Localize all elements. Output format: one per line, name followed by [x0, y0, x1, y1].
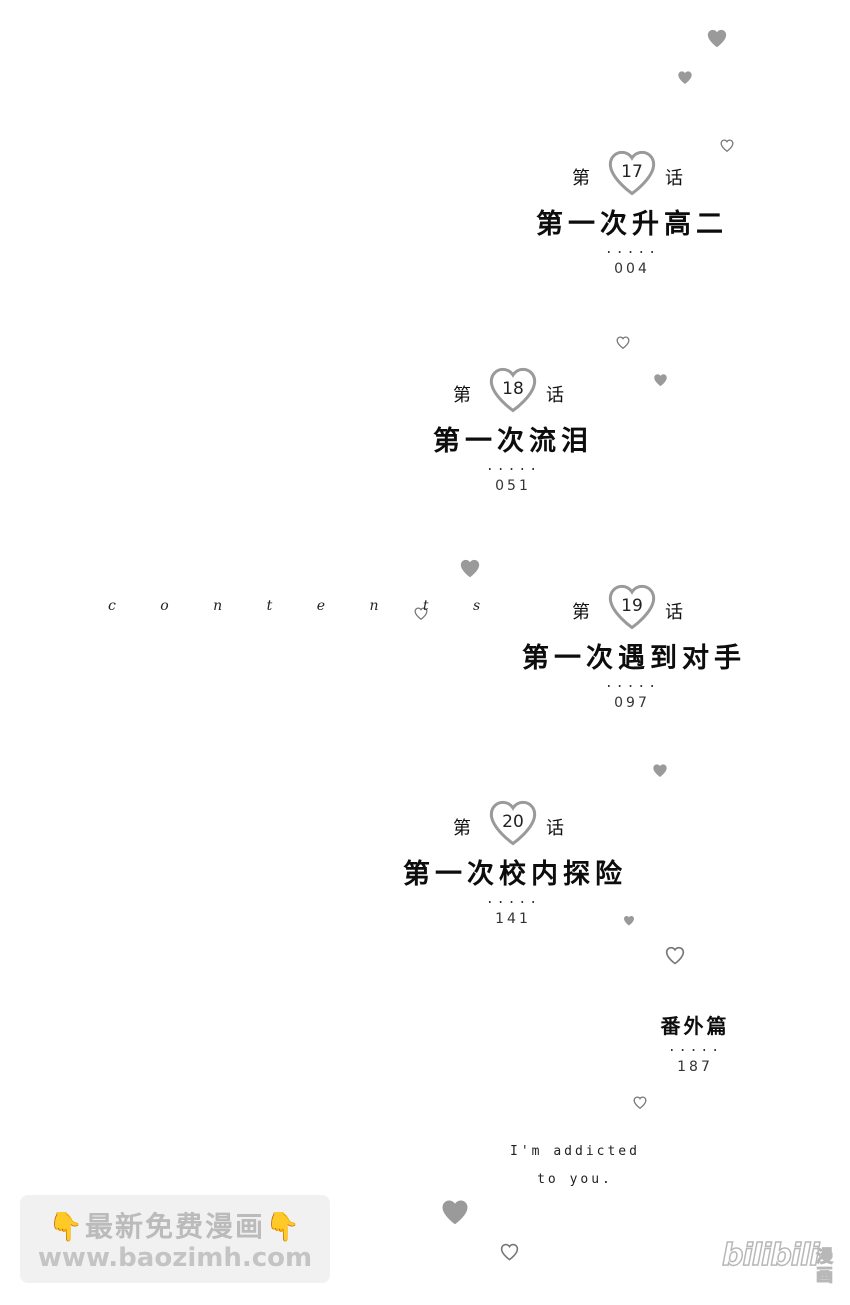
extra-page: 187: [677, 1059, 713, 1075]
tagline-line2: to you.: [537, 1172, 613, 1187]
chapter-number: 17: [621, 162, 643, 182]
heart-icon: [653, 764, 667, 777]
contents-label: c o n t e n t s: [108, 598, 501, 614]
chapter-prefix: 第: [453, 385, 471, 406]
chapter-suffix: 话: [546, 818, 564, 839]
heart-outline-icon: [616, 336, 630, 349]
chapter-entry[interactable]: 第 18 话 第一次流泪 ..... 051: [403, 365, 623, 494]
heart-outline-icon: [633, 1096, 647, 1109]
heart-outline-icon: [665, 946, 685, 965]
tagline: I'm addicted to you.: [470, 1138, 680, 1194]
chapter-entry[interactable]: 第 20 话 第一次校内探险 ..... 141: [403, 798, 623, 927]
chapter-number: 18: [502, 379, 524, 399]
watermark-slogan: 最新免费漫画: [84, 1210, 265, 1243]
chapter-dots: .....: [604, 676, 660, 691]
watermark-url: www.baozimh.com: [37, 1243, 313, 1273]
pointing-down-icon: 👇: [265, 1210, 302, 1243]
chapter-page: 004: [614, 261, 650, 277]
watermark-banner[interactable]: 👇最新免费漫画👇 www.baozimh.com: [20, 1195, 330, 1283]
chapter-entry[interactable]: 第 19 话 第一次遇到对手 ..... 097: [522, 582, 742, 711]
chapter-number: 19: [621, 596, 643, 616]
watermark-text: 👇最新免费漫画👇: [20, 1205, 330, 1245]
heart-icon: [624, 916, 634, 926]
tagline-line1: I'm addicted: [510, 1144, 640, 1159]
chapter-dots: .....: [485, 459, 541, 474]
chapter-title: 第一次校内探险: [403, 859, 627, 890]
manhua-logo: 漫画: [816, 1247, 834, 1286]
pointing-down-icon: 👇: [48, 1210, 85, 1243]
bilibili-logo: bilibili: [721, 1237, 820, 1274]
chapter-prefix: 第: [453, 818, 471, 839]
extra-title: 番外篇: [660, 1014, 730, 1038]
chapter-page: 141: [495, 911, 531, 927]
heart-outline-icon: [500, 1243, 519, 1261]
chapter-number: 20: [502, 812, 524, 832]
chapter-suffix: 话: [665, 602, 683, 623]
chapter-page: 051: [495, 478, 531, 494]
heart-icon: [678, 71, 692, 84]
chapter-title: 第一次流泪: [433, 426, 593, 457]
heart-icon: [460, 559, 480, 578]
chapter-prefix: 第: [572, 602, 590, 623]
heart-icon: [654, 374, 667, 387]
heart-icon: [442, 1200, 468, 1225]
chapter-dots: .....: [485, 892, 541, 907]
heart-icon: [707, 29, 727, 48]
chapter-title: 第一次遇到对手: [522, 643, 746, 674]
chapter-prefix: 第: [572, 168, 590, 189]
extra-chapter-entry[interactable]: 番外篇 ..... 187: [600, 1008, 790, 1075]
chapter-entry[interactable]: 第 17 话 第一次升高二 ..... 004: [522, 148, 742, 277]
chapter-suffix: 话: [665, 168, 683, 189]
extra-dots: .....: [667, 1040, 723, 1055]
chapter-dots: .....: [604, 242, 660, 257]
chapter-page: 097: [614, 695, 650, 711]
chapter-title: 第一次升高二: [536, 209, 728, 240]
chapter-suffix: 话: [546, 385, 564, 406]
